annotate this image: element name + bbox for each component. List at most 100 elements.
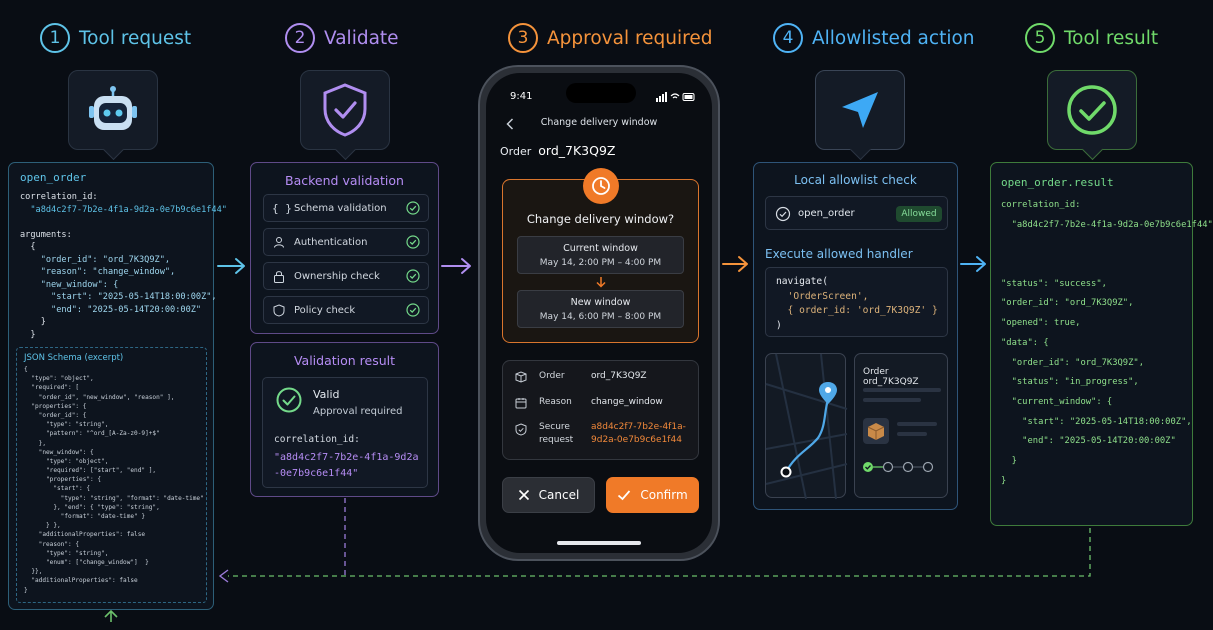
code-line: { — [20, 242, 36, 252]
code-line: }}, — [24, 568, 43, 576]
details-card: Order ord_7K3Q9Z Reason change_window Se… — [502, 360, 699, 460]
shield-tile — [300, 70, 390, 150]
new-window-box: New window May 14, 6:00 PM – 8:00 PM — [517, 290, 684, 328]
code-line: correlation_id: — [20, 192, 98, 202]
request-code: correlation_id: "a8d4c2f7-7b2e-4f1a-9d2a… — [20, 192, 227, 343]
map-route-icon — [765, 353, 848, 500]
allowlist-panel: Local allowlist check open_order Allowed… — [753, 162, 958, 510]
close-icon — [518, 489, 529, 501]
order-thumbnail-title: Order ord_7K3Q9Z — [863, 367, 919, 387]
code-line: "new_window": { — [20, 279, 119, 290]
package-icon — [863, 418, 889, 444]
validation-check-row: Authentication — [263, 228, 429, 256]
step-1-label: Tool request — [79, 27, 192, 49]
lock-icon — [264, 270, 294, 283]
backend-validation-title: Backend validation — [285, 173, 404, 188]
validation-check-row: Ownership check — [263, 262, 429, 290]
checkmark-icon — [618, 490, 631, 501]
step-4-label: Allowlisted action — [812, 27, 975, 49]
clock-badge — [583, 168, 619, 204]
tool-request-panel: open_order correlation_id: "a8d4c2f7-7b2… — [8, 162, 227, 610]
new-window-label: New window — [570, 297, 631, 308]
step-3-label: Approval required — [547, 27, 713, 49]
robot-tile — [68, 70, 158, 150]
code-line: "current_window": { — [1001, 396, 1113, 407]
handler-title: Execute allowed handler — [765, 247, 913, 261]
validation-check-label: Schema validation — [294, 202, 387, 214]
code-line: "order_id": { — [24, 411, 87, 419]
schema-title: JSON Schema (excerpt) — [24, 353, 124, 363]
robot-icon — [89, 86, 137, 130]
code-line: 'OrderScreen', — [776, 290, 869, 302]
check-circle-icon — [406, 201, 420, 218]
order-label: Order ord_7K3Q9Z — [500, 143, 615, 158]
validation-check-label: Policy check — [294, 304, 356, 316]
code-line: "additionalProperties": false — [24, 577, 138, 585]
check-circle-icon — [1067, 85, 1117, 135]
json-schema-box: JSON Schema (excerpt) { "type": "object"… — [16, 347, 207, 603]
success-tile — [1047, 70, 1137, 150]
skeleton-line — [897, 432, 927, 436]
code-line — [20, 218, 210, 231]
code-line: "start": "2025-05-14T18:00:00Z", — [20, 292, 217, 302]
code-line: } — [20, 317, 46, 327]
skeleton-line — [863, 388, 941, 392]
code-line: "order_id": "ord_7K3Q9Z", — [1001, 357, 1144, 368]
code-line — [1001, 240, 1213, 260]
allowed-badge: Allowed — [896, 206, 942, 222]
code-line: "end": "2025-05-14T20:00:00Z" — [20, 304, 202, 315]
cancel-button[interactable]: Cancel — [502, 477, 595, 513]
validation-check-row: Policy check — [263, 296, 429, 324]
handler-code: navigate( 'OrderScreen', { order_id: 'or… — [776, 277, 938, 335]
code-line: "end": "2025-05-14T20:00:00Z" — [1001, 436, 1176, 447]
code-line: arguments: — [20, 229, 72, 240]
step-2-number: 2 — [285, 23, 315, 53]
code-line: { order_id: 'ord_7K3Q9Z' } — [776, 305, 938, 316]
check-circle-icon — [406, 269, 420, 286]
box-icon — [515, 371, 527, 383]
valid-check-icon — [276, 387, 302, 413]
valid-status: Valid — [313, 388, 340, 401]
step-1-number: 1 — [40, 23, 70, 53]
progress-steps-icon — [863, 461, 934, 473]
code-line: "start": "2025-05-14T18:00:00Z", — [1001, 416, 1192, 427]
code-line: { — [24, 366, 28, 373]
code-line: }, — [24, 439, 47, 447]
phone-notch — [566, 83, 636, 103]
step-2-label: Validate — [324, 27, 399, 49]
code-line: } — [1001, 455, 1017, 466]
allowlist-item-name: open_order — [798, 208, 855, 219]
correlation-value: "a8d4c2f7-7b2e-4f1a-9d2a-0e7b9c6e1f44" — [274, 452, 419, 479]
code-line: "required": ["start", "end" ], — [24, 467, 157, 475]
code-line: correlation_id: — [1001, 200, 1081, 210]
code-line: "format": "date-time" } — [24, 513, 146, 520]
code-line: "properties": { — [24, 402, 87, 410]
step-5-number: 5 — [1025, 23, 1055, 53]
code-line: "type": "string", — [24, 421, 109, 429]
validation-check-row: { }Schema validation — [263, 194, 429, 222]
check-circle-icon — [406, 235, 420, 252]
validation-result-card: Valid Approval required correlation_id: … — [262, 377, 428, 488]
confirm-button[interactable]: Confirm — [606, 477, 699, 513]
status-bar-icons — [656, 92, 695, 102]
user-icon — [264, 236, 294, 248]
result-title: open_order.result — [1001, 176, 1114, 189]
allowed-check-icon — [775, 206, 791, 222]
approval-question: Change delivery window? — [526, 212, 675, 226]
shield-icon — [264, 303, 294, 317]
detail-order-label: Order — [539, 371, 565, 381]
skeleton-line — [863, 398, 921, 402]
code-line: "order_id", "new_window", "reason" ], — [24, 393, 175, 401]
home-indicator — [557, 541, 641, 545]
shield-check-icon — [323, 83, 367, 137]
order-id: ord_7K3Q9Z — [538, 143, 616, 158]
shield-icon — [515, 423, 527, 436]
code-line: "opened": true, — [1001, 318, 1081, 329]
tool-result-panel: open_order.result correlation_id: "a8d4c… — [990, 162, 1213, 526]
back-chevron-icon[interactable] — [506, 118, 514, 130]
code-line: ) — [776, 319, 782, 331]
